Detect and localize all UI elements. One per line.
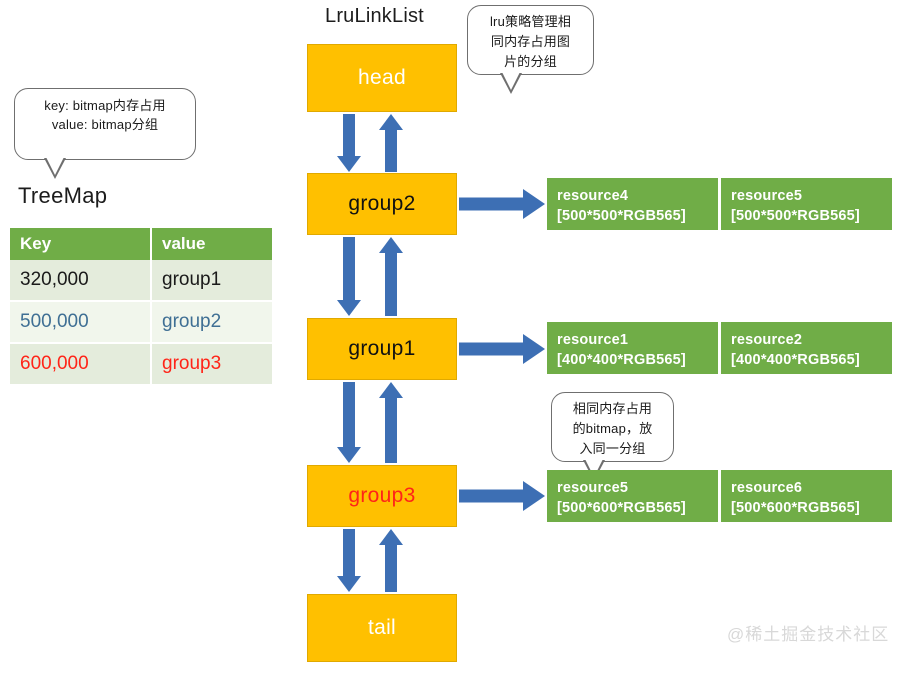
watermark: @稀土掘金技术社区 [727,625,890,644]
arrow-up-tail-group3 [379,529,403,592]
arrow-down-group1-group3 [337,382,361,463]
arrow-group1-to-resources [459,334,545,364]
table-cell-value: group2 [151,301,272,344]
list-node-group1[interactable]: group1 [307,318,457,380]
treemap-callout-line2: value: bitmap分组 [51,117,159,132]
resource-name: resource4 [557,188,629,204]
resource-card[interactable]: resource6 [500*600*RGB565] [721,470,892,522]
group-note-callout: 相同内存占用 的bitmap，放 入同一分组 [551,392,674,462]
resource-card[interactable]: resource5 [500*600*RGB565] [547,470,718,522]
table-row: 500,000 group2 [10,301,272,344]
table-header-row: Key value [10,228,272,260]
lru-callout-tail-fill [502,72,520,90]
group-callout-line2: 的bitmap，放 [572,421,653,436]
treemap-title: TreeMap [18,183,108,208]
lru-callout-line3: 片的分组 [504,54,557,69]
resource-group-group3: resource5 [500*600*RGB565] resource6 [50… [547,470,892,522]
arrow-down-group3-tail [337,529,361,592]
table-header-key: Key [10,228,152,260]
resource-name: resource5 [731,188,803,204]
table-cell-key: 320,000 [10,260,152,302]
list-node-group2[interactable]: group2 [307,173,457,235]
table-cell-value: group1 [151,260,272,302]
treemap-callout-line1: key: bitmap内存占用 [44,98,166,113]
lru-callout-line2: 同内存占用图 [490,34,571,49]
list-node-label: group2 [348,192,416,215]
treemap-callout: key: bitmap内存占用 value: bitmap分组 [14,88,196,160]
table-cell-key: 500,000 [10,301,152,344]
resource-spec: [500*500*RGB565] [557,208,686,224]
resource-card[interactable]: resource2 [400*400*RGB565] [721,322,892,374]
resource-card[interactable]: resource4 [500*500*RGB565] [547,178,718,230]
resource-spec: [400*400*RGB565] [557,352,686,368]
list-node-label: tail [367,616,397,639]
list-node-label: group1 [348,337,416,360]
lru-strategy-callout: lru策略管理相 同内存占用图 片的分组 [467,5,594,75]
resource-spec: [500*600*RGB565] [557,500,686,516]
arrow-up-group1-group2 [379,237,403,316]
treemap-table: Key value 320,000 group1 500,000 group2 … [10,228,272,386]
table-cell-key: 600,000 [10,343,152,386]
arrow-up-group2-head [379,114,403,172]
resource-spec: [400*400*RGB565] [731,352,860,368]
lru-callout-line1: lru策略管理相 [489,14,572,29]
arrow-group3-to-resources [459,481,545,511]
arrow-group2-to-resources [459,189,545,219]
list-node-label: group3 [348,484,416,507]
table-cell-value: group3 [151,343,272,386]
resource-name: resource6 [731,480,803,496]
resource-card[interactable]: resource5 [500*500*RGB565] [721,178,892,230]
resource-name: resource1 [557,332,629,348]
lru-linklist-title: LruLinkList [325,5,424,27]
resource-name: resource5 [557,480,629,496]
resource-card[interactable]: resource1 [400*400*RGB565] [547,322,718,374]
group-callout-line1: 相同内存占用 [572,401,653,416]
arrow-down-head-group2 [337,114,361,172]
list-node-tail[interactable]: tail [307,594,457,662]
list-node-group3[interactable]: group3 [307,465,457,527]
resource-name: resource2 [731,332,803,348]
table-row: 320,000 group1 [10,260,272,302]
resource-spec: [500*500*RGB565] [731,208,860,224]
treemap-callout-tail-fill [46,157,64,175]
resource-group-group1: resource1 [400*400*RGB565] resource2 [40… [547,322,892,374]
resource-spec: [500*600*RGB565] [731,500,860,516]
table-row: 600,000 group3 [10,343,272,386]
list-node-head[interactable]: head [307,44,457,112]
arrow-up-group3-group1 [379,382,403,463]
table-header-value: value [151,228,272,260]
resource-group-group2: resource4 [500*500*RGB565] resource5 [50… [547,178,892,230]
group-callout-line3: 入同一分组 [579,441,646,456]
list-node-label: head [358,66,406,89]
arrow-down-group2-group1 [337,237,361,316]
